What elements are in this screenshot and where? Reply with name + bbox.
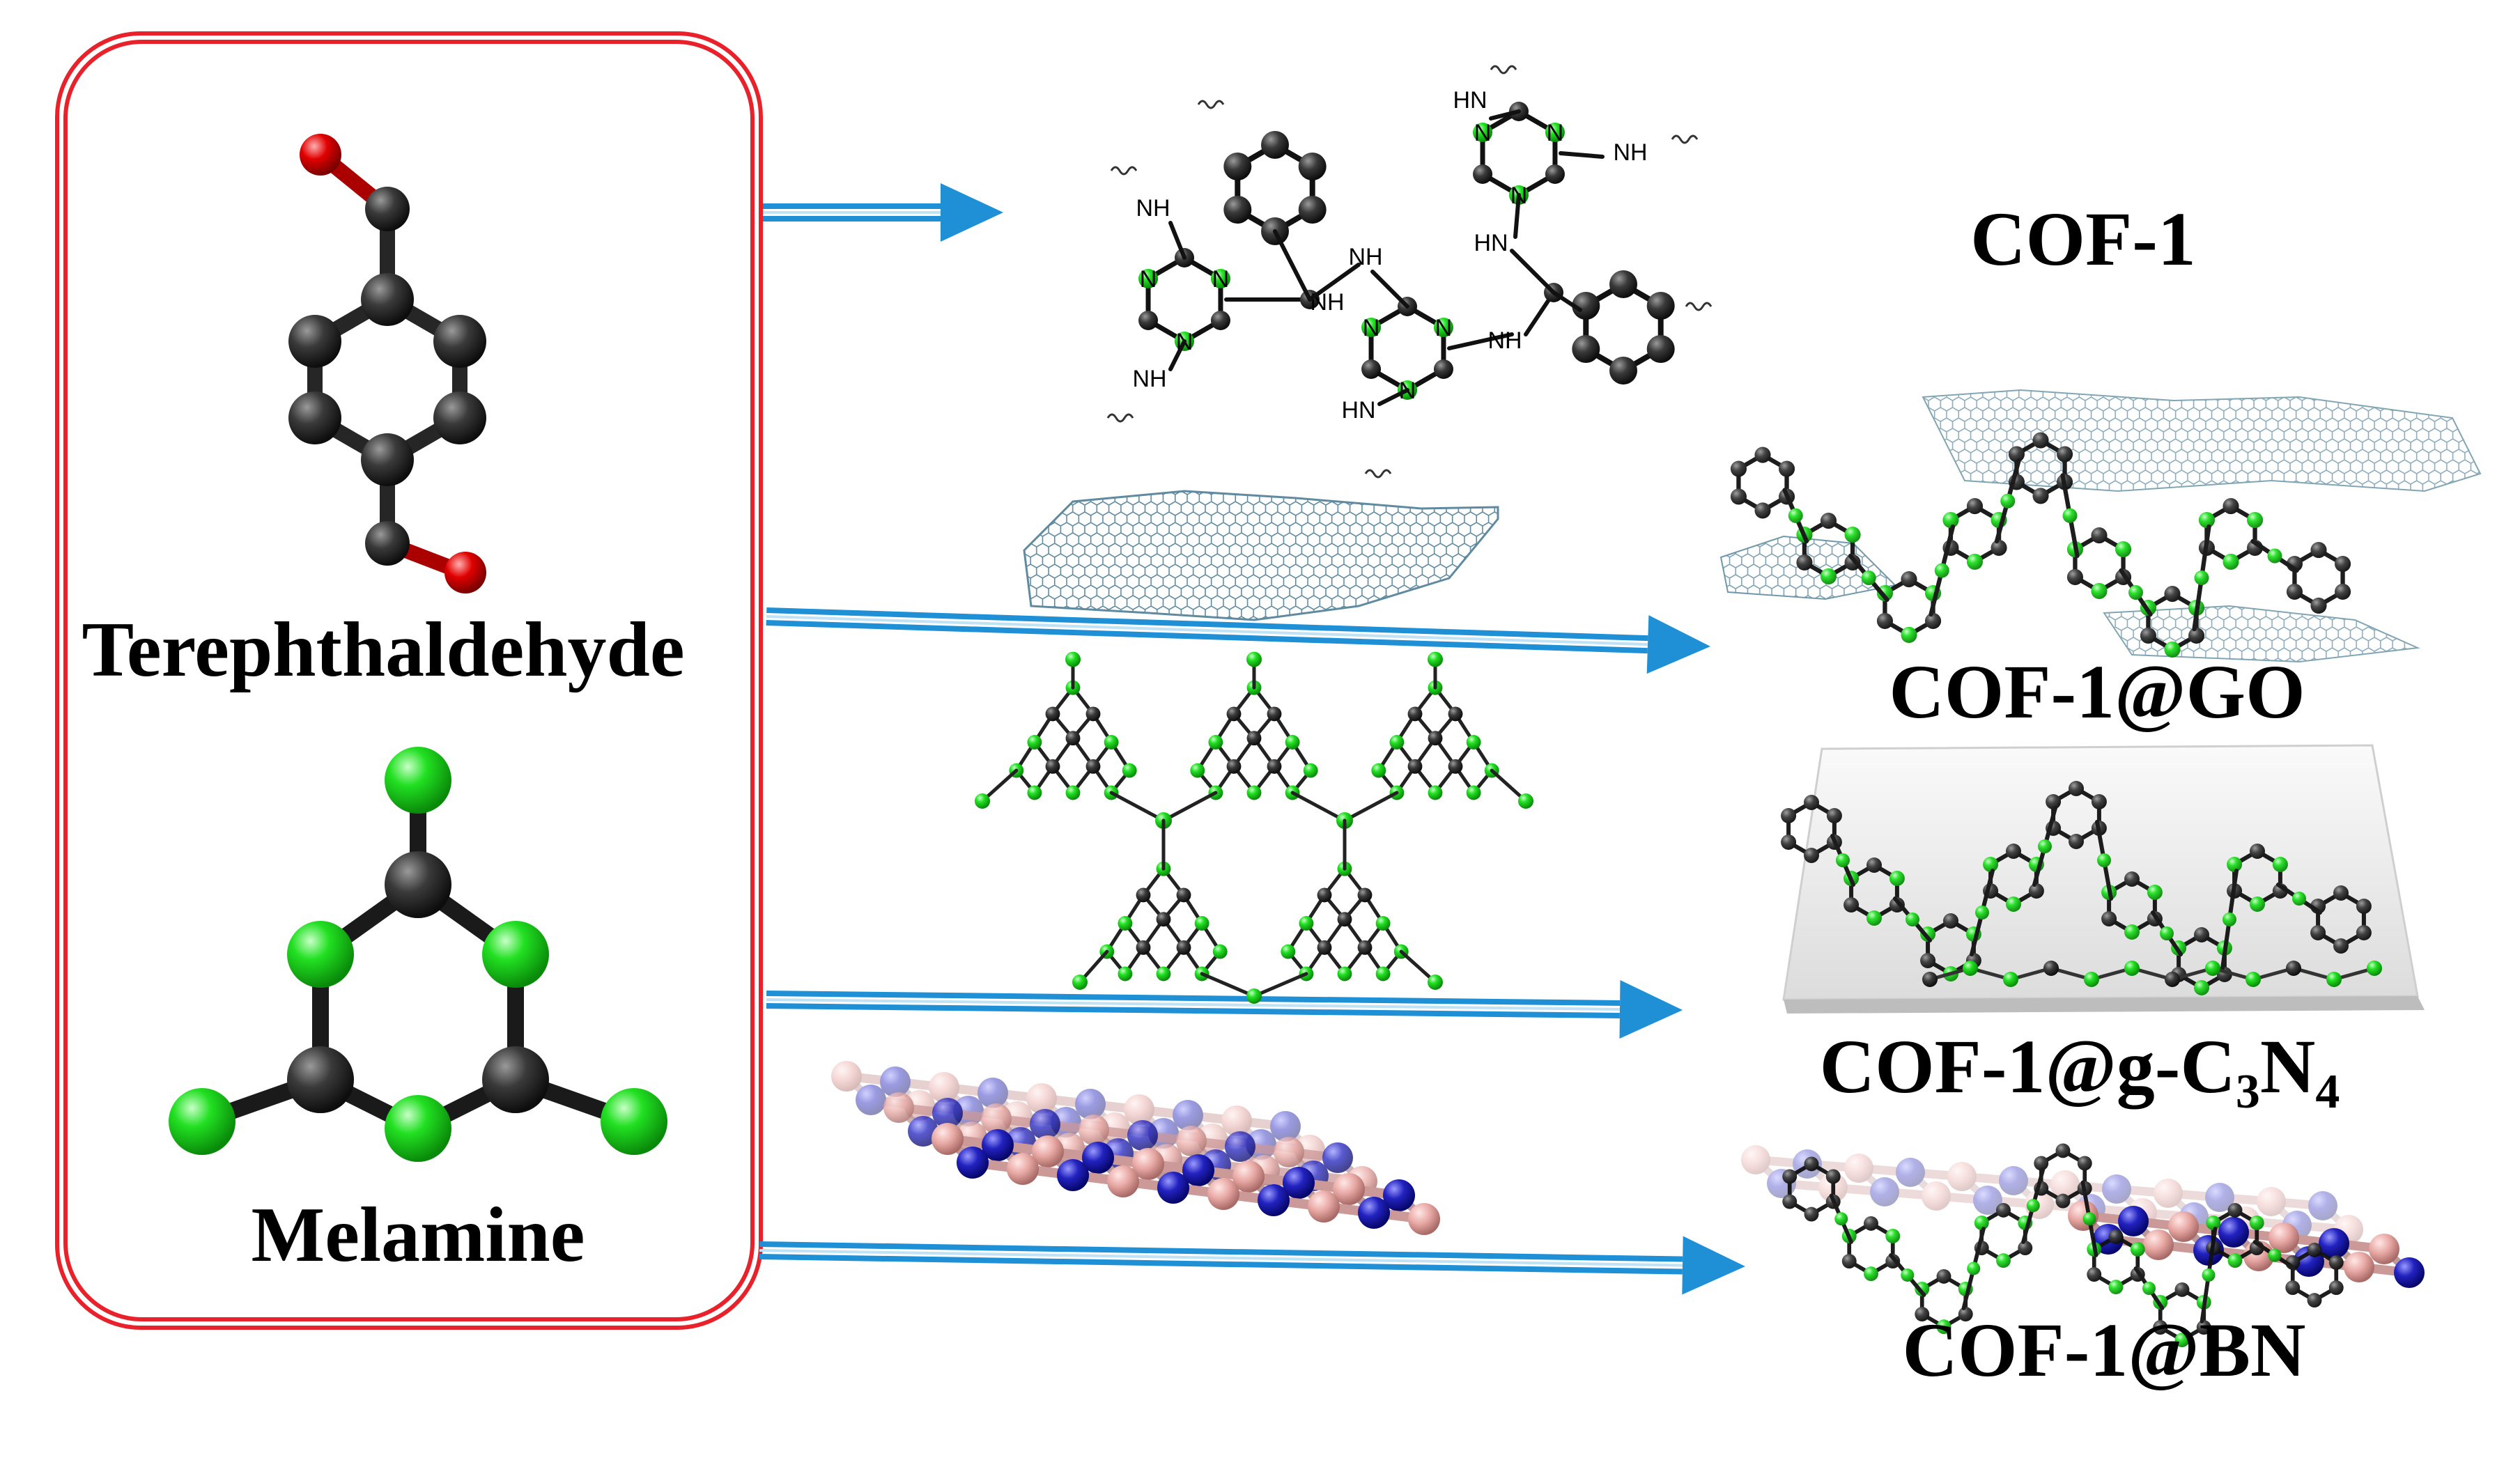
atom-label: HN — [1453, 87, 1487, 114]
atom-label: NH — [1136, 195, 1170, 222]
cof1-bn-label: COF-1@BN — [1903, 1307, 2306, 1392]
atom-label: N — [1212, 266, 1230, 293]
terephthaldehyde-label: Terephthaldehyde — [82, 607, 684, 693]
cof1-bn-composite — [1741, 1143, 2425, 1348]
atom-label: HN — [1341, 397, 1375, 424]
atom-label: N — [1474, 120, 1492, 146]
melamine-label: Melamine — [252, 1192, 585, 1278]
reactant-frame — [55, 31, 763, 1330]
terephthaldehyde-molecule — [288, 134, 486, 593]
melamine-molecule — [169, 747, 667, 1162]
cof1-gc3n4-composite — [1781, 744, 2425, 1014]
cof1-structural-formula: NNNNNNNNNNHNHNHHNNHNHHNHNNH — [1106, 65, 1713, 479]
graphene-oxide-sheet — [1023, 490, 1499, 621]
atom-label: NH — [1310, 289, 1344, 316]
reaction-arrows — [759, 183, 1745, 1295]
atom-label: NH — [1487, 327, 1522, 354]
atom-label: NH — [1348, 244, 1382, 270]
cof1-go-composite — [1719, 389, 2482, 663]
atom-label: NH — [1613, 139, 1647, 166]
cof1-gc3n4-label: COF-1@g-C3N4 — [1820, 1024, 2340, 1119]
cof1-go-label: COF-1@GO — [1889, 649, 2305, 734]
atom-label: N — [1363, 315, 1380, 341]
bn-layers — [831, 1061, 1440, 1235]
atom-label: N — [1435, 315, 1453, 341]
atom-label: NH — [1132, 366, 1166, 392]
g-c3n4-network — [975, 651, 1533, 1004]
cof1-label: COF-1 — [1970, 196, 2196, 281]
atom-label: N — [1547, 120, 1564, 146]
atom-label: HN — [1474, 230, 1508, 256]
atom-label: N — [1140, 266, 1157, 293]
